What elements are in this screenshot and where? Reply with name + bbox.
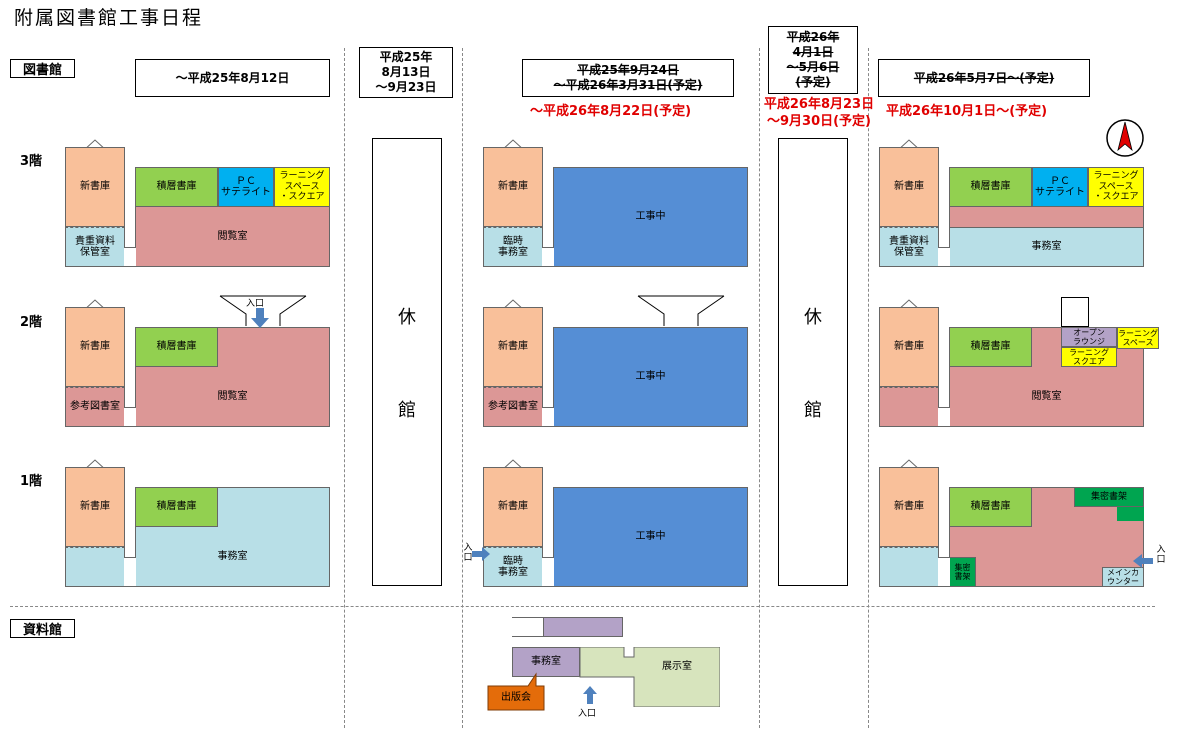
period-revised-4: 平成26年8月23日 ～9月30日(予定): [763, 97, 875, 129]
entrance-label: 入口: [246, 299, 265, 309]
period-revised-5: 平成26年10月1日～(予定): [886, 104, 1048, 119]
room-exhibition: 展示室: [662, 661, 692, 673]
period-divider: [462, 48, 463, 728]
entrance-arrow-icon: [1133, 553, 1153, 572]
closed-char: 休: [398, 306, 416, 328]
room-stacks: 積層書庫: [135, 167, 218, 207]
north-arrow-icon: [1105, 118, 1145, 158]
connector: [938, 247, 950, 267]
entrance-arrow-icon: [583, 686, 597, 708]
floor-label-1: 1階: [20, 474, 43, 489]
room-new-stack: 新書庫: [483, 147, 543, 227]
room-reference-area: [879, 387, 939, 427]
room-learning-square: ラーニング スクエア: [1061, 347, 1117, 367]
period-header-2: 平成25年 8月13日 ～9月23日: [359, 47, 453, 98]
room-learning-space-square: ラーニング スペース ・スクエア: [1088, 167, 1144, 207]
room-new-stack: 新書庫: [879, 147, 939, 227]
room-pc-satellite: ＰＣ サテライト: [1032, 167, 1088, 207]
room-reference: 参考図書室: [65, 387, 125, 427]
room-lobby: [65, 547, 125, 587]
archive-room: [543, 617, 623, 637]
archive-corridor: [512, 617, 544, 637]
room-group-shelves: 集密書架: [1074, 487, 1144, 507]
room-temp-office: 臨時 事務室: [483, 227, 543, 267]
callout-publishing-label: 出版会: [501, 692, 531, 704]
closed-period-2: 休 館: [372, 138, 442, 586]
connector: [124, 247, 136, 267]
room-construction: 工事中: [553, 487, 748, 587]
room-rare-storage: 貴重資料 保管室: [65, 227, 125, 267]
room-construction: 工事中: [553, 327, 748, 427]
connector: [542, 557, 554, 587]
closed-char: 休: [804, 306, 822, 328]
room-lobby: [879, 547, 939, 587]
entrance-arrow-icon: [251, 308, 269, 332]
room-stacks: 積層書庫: [949, 327, 1032, 367]
entrance-arrow-icon: [472, 546, 490, 565]
room-new-stack: 新書庫: [483, 307, 543, 387]
page-title: 附属図書館工事日程: [14, 7, 204, 29]
room-reading-label: 閲覧室: [1031, 391, 1062, 403]
room-new-stack: 新書庫: [879, 307, 939, 387]
floor-label-2: 2階: [20, 315, 43, 330]
room-rare-storage: 貴重資料 保管室: [879, 227, 939, 267]
period-revised-3: ～平成26年8月22日(予定): [530, 104, 692, 119]
room-open-lounge: オープン ラウンジ: [1061, 327, 1117, 347]
entrance-label: 入 口: [1156, 545, 1166, 566]
room-new-stack: 新書庫: [483, 467, 543, 547]
period-header-5: 平成26年5月7日～(予定): [878, 59, 1090, 97]
connector: [542, 407, 554, 427]
room-stacks: 積層書庫: [949, 487, 1032, 527]
floor-label-3: 3階: [20, 154, 43, 169]
room-new-stack: 新書庫: [65, 147, 125, 227]
period-header-3: 平成25年9月24日 ～平成26年3月31日(予定): [522, 59, 734, 97]
connector: [938, 557, 950, 587]
room-construction: 工事中: [553, 167, 748, 267]
room-reference: 参考図書室: [483, 387, 543, 427]
period-divider: [868, 48, 869, 728]
room-learning-space: ラーニング スペース: [1117, 327, 1159, 349]
period-header-1: ～平成25年8月12日: [135, 59, 330, 97]
period-divider: [344, 48, 345, 728]
room-new-stack: 新書庫: [65, 307, 125, 387]
room-group-shelves: 集密 書架: [949, 557, 976, 587]
entrance-canopy: [636, 288, 726, 328]
room-reading-label: 閲覧室: [217, 231, 248, 243]
room-learning-space-square: ラーニング スペース ・スクエア: [274, 167, 330, 207]
section-divider: [10, 606, 1155, 607]
entrance-label: 入口: [578, 709, 597, 719]
connector: [542, 247, 554, 267]
room-new-stack: 新書庫: [879, 467, 939, 547]
room-new-stack: 新書庫: [65, 467, 125, 547]
room-pc-satellite: ＰＣ サテライト: [218, 167, 274, 207]
room-temp-office: 臨時 事務室: [483, 547, 543, 587]
publishing-callout: [486, 672, 546, 712]
room-main-counter: メインカ ウンター: [1102, 567, 1144, 587]
closed-char: 館: [398, 399, 416, 421]
room-office: 事務室: [512, 647, 580, 677]
entrance-label: 入 口: [463, 543, 473, 564]
period-header-4: 平成26年 4月1日 ～5月6日 (予定): [768, 26, 858, 94]
connector: [938, 407, 950, 427]
room-office-label: 事務室: [217, 551, 248, 563]
closed-period-4: 休 館: [778, 138, 848, 586]
library-section-tag: 図書館: [10, 59, 75, 78]
room-stacks: 積層書庫: [135, 327, 218, 367]
period-divider: [759, 48, 760, 728]
room-office: 事務室: [949, 227, 1144, 267]
room-stacks: 積層書庫: [949, 167, 1032, 207]
stair-hall: [1061, 297, 1089, 327]
closed-char: 館: [804, 399, 822, 421]
room-group-shelves-ext: [1117, 507, 1144, 521]
connector: [124, 557, 136, 587]
room-stacks: 積層書庫: [135, 487, 218, 527]
archive-section-tag: 資料館: [10, 619, 75, 638]
room-reading-label: 閲覧室: [217, 391, 248, 403]
connector: [124, 407, 136, 427]
entrance-canopy: [218, 288, 308, 328]
